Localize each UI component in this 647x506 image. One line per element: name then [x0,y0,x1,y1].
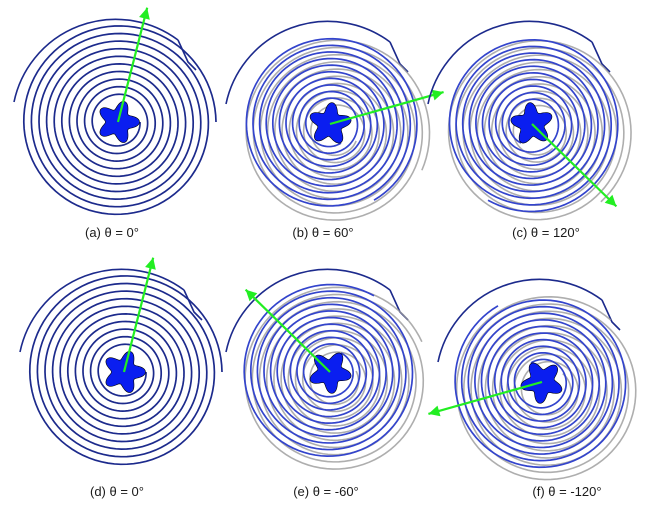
spring-outer-tail [19,268,185,353]
rotation-arrow-shaft [531,123,618,208]
rotation-arrow-head [604,194,617,207]
rotation-arrow-head [139,7,150,20]
panel-a: (a) θ = 0° [13,7,217,240]
panel-d: (d) θ = 0° [19,257,223,499]
spring-tail-hook [601,299,621,331]
rotation-arrow-shaft [122,257,155,373]
spring-coil [454,299,627,469]
arbor-core [99,101,140,143]
spring-outer-tail [13,18,179,103]
panel-caption: (e) θ = -60° [293,484,359,499]
spring-coil [448,39,619,213]
spring-coil [22,25,217,216]
panel-caption: (b) θ = 60° [292,225,353,240]
spring-outer-tail [225,20,391,105]
spring-tail-hook [177,39,197,71]
rotation-arrow-head [245,289,258,302]
spring-coil [245,37,418,207]
spring-outer-tail [437,278,603,363]
spring-coil [28,275,223,466]
spring-outer-tail [427,20,593,105]
panel-caption: (d) θ = 0° [90,484,144,499]
rotation-arrow-head [145,257,156,270]
spring-tail-hook [591,41,611,73]
panel-e: (e) θ = -60° [225,268,425,499]
spring-coil [243,283,414,457]
rotation-arrow-shaft [244,288,331,373]
spring-tail-hook [183,289,203,321]
rotation-arrow-shaft [329,91,444,126]
rotation-arrow-shaft [116,7,149,123]
arbor-core [105,351,146,393]
rotation-arrow-shaft [428,380,543,415]
rotation-arrow-head [428,405,441,417]
panel-c: (c) θ = 120° [427,20,632,240]
panel-f: (f) θ = -120° [428,278,637,499]
spring-coil-shadow [244,286,425,470]
panel-caption: (f) θ = -120° [532,484,601,499]
panel-caption: (a) θ = 0° [85,225,139,240]
spring-coil-shadow [447,39,632,221]
spring-tail-hook [389,41,409,73]
panel-caption: (c) θ = 120° [512,225,580,240]
rotation-arrow-head [431,89,444,101]
spring-outer-tail [225,268,391,353]
panel-b: (b) θ = 60° [225,20,444,240]
